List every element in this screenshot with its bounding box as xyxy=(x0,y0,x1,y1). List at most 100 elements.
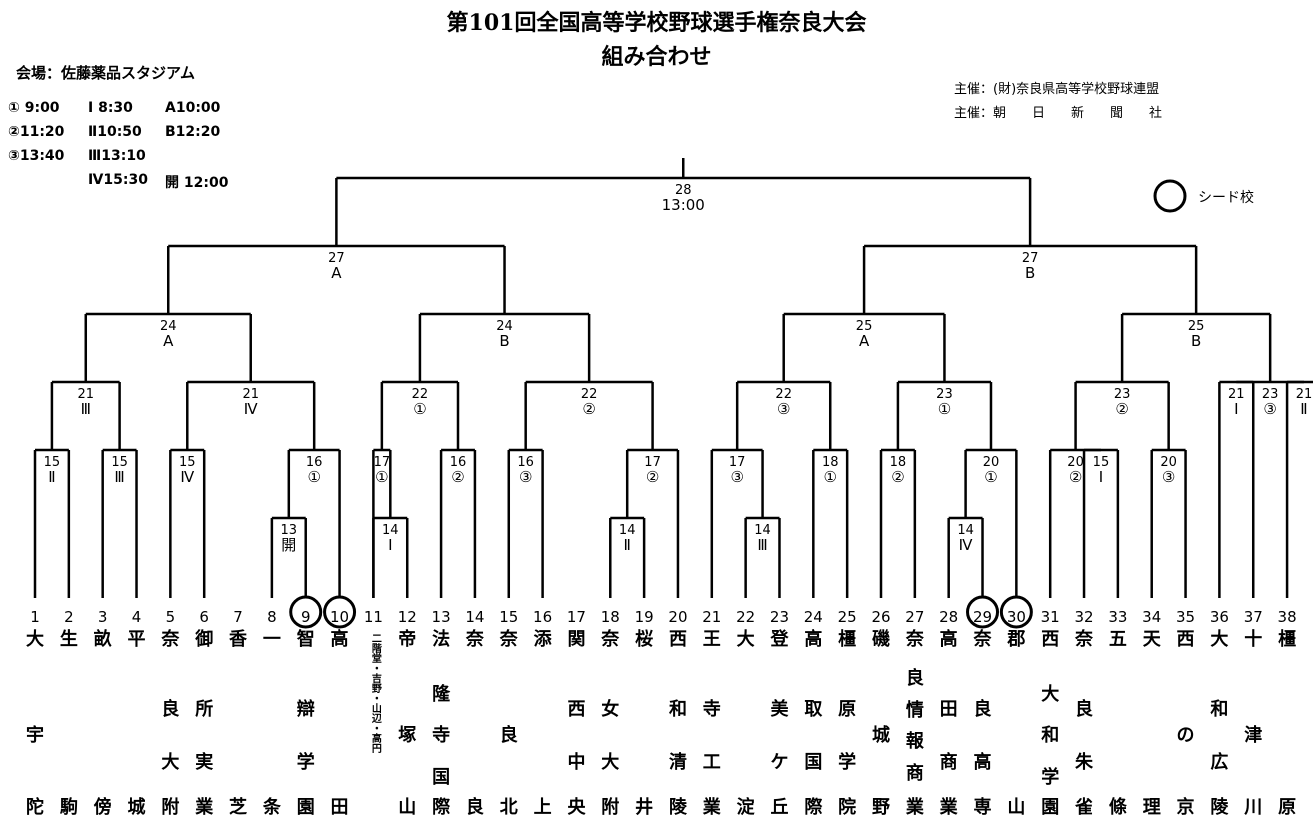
seed-circle-icon xyxy=(323,595,357,629)
school-name-top: 大 xyxy=(26,629,44,650)
match-date-label: 25 xyxy=(856,319,873,334)
position-number: 2 xyxy=(64,608,74,626)
school-name-top: 西 xyxy=(668,629,687,650)
school-name-bottom: 専 xyxy=(973,797,992,818)
school-name-middle: 国 xyxy=(432,767,451,788)
school-name-middle: 大 xyxy=(601,752,620,773)
school-name: 奈良北 xyxy=(495,625,523,818)
position-number: 36 xyxy=(1210,608,1229,626)
school-name: 平城 xyxy=(123,625,151,818)
school-name: 智辯学園 xyxy=(292,625,320,818)
match-slot-label: A xyxy=(859,332,870,350)
school-name-middle: 良 xyxy=(905,668,924,689)
school-name-top: 橿 xyxy=(1278,629,1297,650)
match-date-label: 21 xyxy=(1296,387,1313,402)
match-slot-label: B xyxy=(1191,332,1201,350)
match-date-label: 21 xyxy=(77,387,94,402)
school-name: 奈良高専 xyxy=(969,625,997,818)
match-slot-label: ① xyxy=(307,468,320,486)
school-name-middle: 城 xyxy=(872,725,890,746)
school-name-top: 御 xyxy=(195,629,214,650)
school-name-middle: 寺 xyxy=(702,699,721,720)
match-date-label: 14 xyxy=(382,523,399,538)
match-slot-label: ③ xyxy=(1263,400,1276,418)
school-name-middle: の xyxy=(1176,725,1195,746)
organizer-line-1: 主催：(財)奈良県高等学校野球連盟 xyxy=(954,82,1160,97)
school-name-top: 桜 xyxy=(635,629,654,650)
match-slot-label: Ⅱ xyxy=(624,536,631,554)
school-name-bottom: 園 xyxy=(1041,797,1060,818)
match-slot-label: A xyxy=(163,332,174,350)
school-name-middle: 商 xyxy=(905,763,924,784)
school-name-top: 平 xyxy=(127,629,146,650)
school-name-middle: 良 xyxy=(1075,699,1094,720)
position-number: 13 xyxy=(432,608,451,626)
match-date-label: 20 xyxy=(1067,455,1084,470)
position-number: 21 xyxy=(702,608,721,626)
school-name-top: 西 xyxy=(1176,629,1195,650)
school-name-bottom: 院 xyxy=(838,797,857,818)
match-slot-label: Ⅳ xyxy=(959,536,973,554)
school-name-top: 香 xyxy=(229,629,248,650)
school-name-bottom: 芝 xyxy=(229,797,248,818)
match-slot-label: ② xyxy=(1069,468,1082,486)
school-name-top: 奈 xyxy=(161,629,180,650)
school-name-bottom: 雀 xyxy=(1075,797,1094,818)
match-slot-label: Ⅲ xyxy=(81,400,91,418)
school-name-middle: 塚 xyxy=(398,725,417,746)
school-name-middle: 西 xyxy=(567,699,586,720)
schedule-time: Ⅲ13:10 xyxy=(88,148,146,164)
school-name-middle: 和 xyxy=(1210,699,1229,720)
match-date-label: 24 xyxy=(496,319,513,334)
match-date-label: 20 xyxy=(983,455,1000,470)
school-name-bottom: 城 xyxy=(127,797,146,818)
match-slot-label: ③ xyxy=(519,468,532,486)
match-date-label: 22 xyxy=(581,387,598,402)
school-name-bottom: 傍 xyxy=(93,797,112,818)
position-number: 37 xyxy=(1244,608,1263,626)
school-name-middle: 所 xyxy=(195,699,214,720)
school-name: 西の京 xyxy=(1172,625,1200,818)
school-name: 橿原学院 xyxy=(833,625,861,818)
school-name: 五條 xyxy=(1104,625,1132,818)
school-name-bottom: 業 xyxy=(939,797,958,818)
school-name-top: 帝 xyxy=(398,629,417,650)
school-name-top: 奈 xyxy=(499,629,518,650)
match-slot-label: B xyxy=(499,332,509,350)
organizer-line-2: 主催：朝 日 新 聞 社 xyxy=(954,106,1163,121)
match-slot-label: Ⅳ xyxy=(180,468,194,486)
school-name-top: 高 xyxy=(330,629,349,650)
position-number: 5 xyxy=(166,608,176,626)
school-name-top: 大 xyxy=(736,629,755,650)
match-date-label: 16 xyxy=(517,455,534,470)
position-number: 38 xyxy=(1278,608,1297,626)
school-name-middle: 清 xyxy=(668,752,687,773)
match-date-label: 22 xyxy=(412,387,429,402)
schedule-time: A10:00 xyxy=(165,100,221,116)
school-name-top: 磯 xyxy=(872,629,890,650)
position-number: 26 xyxy=(871,608,890,626)
school-name-bottom: 陵 xyxy=(668,797,687,818)
position-number: 23 xyxy=(770,608,789,626)
school-name: 御所実業 xyxy=(190,625,218,818)
school-name: 西和清陵 xyxy=(664,625,692,818)
position-number: 24 xyxy=(804,608,823,626)
school-name-bottom: 駒 xyxy=(59,797,78,818)
school-name-bottom: 陀 xyxy=(26,797,44,818)
school-name: 大和広陵 xyxy=(1205,625,1233,818)
match-date-label: 23 xyxy=(936,387,953,402)
match-date-label: 15 xyxy=(1093,455,1110,470)
match-slot-label: B xyxy=(1025,264,1035,282)
match-date-label: 22 xyxy=(775,387,792,402)
school-name-top: 十 xyxy=(1244,629,1263,650)
match-date-label: 16 xyxy=(306,455,323,470)
school-name-bottom: 良 xyxy=(465,797,484,818)
position-number: 8 xyxy=(267,608,277,626)
school-name: 高田 xyxy=(326,625,354,818)
school-name: 奈良 xyxy=(461,625,489,818)
school-name-middle: 大 xyxy=(161,752,180,773)
position-number: 12 xyxy=(398,608,417,626)
school-name: 法隆寺国際 xyxy=(427,625,455,818)
school-name-bottom: 附 xyxy=(161,797,180,818)
